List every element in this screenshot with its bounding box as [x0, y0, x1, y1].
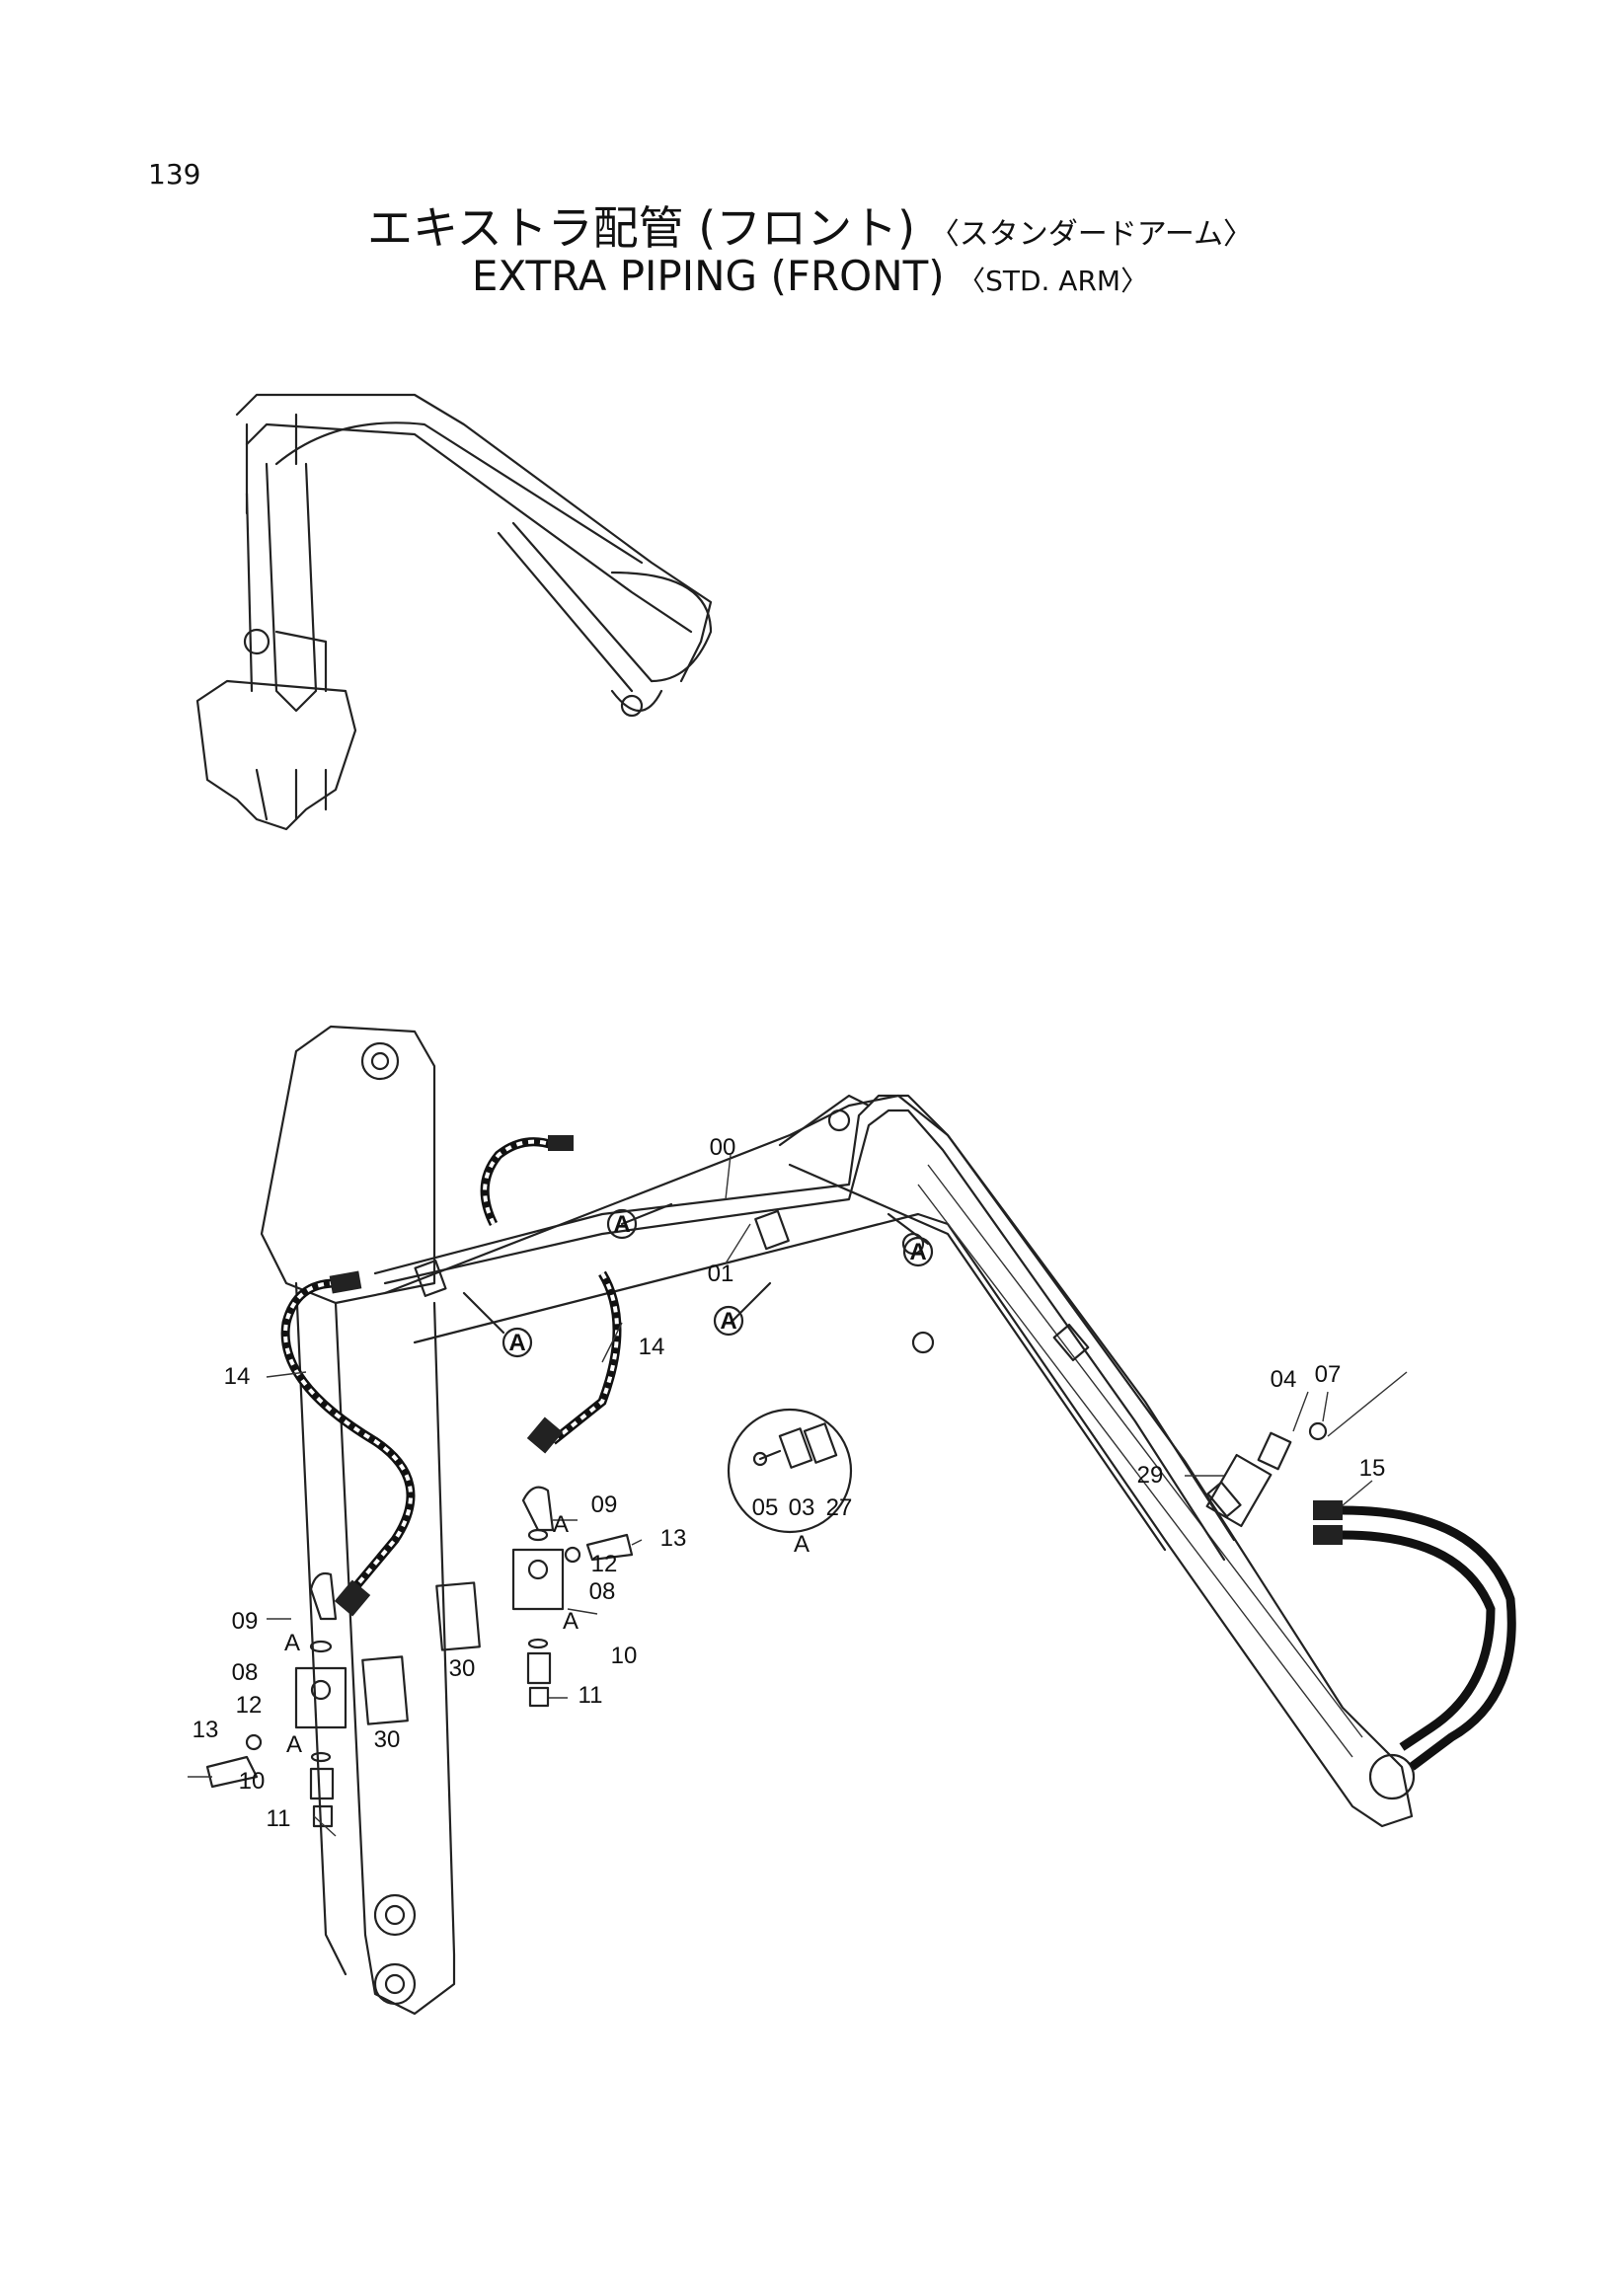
- callout-03: 03: [789, 1494, 815, 1521]
- section-marker-a3: A: [713, 1305, 744, 1337]
- callout-30-left: 30: [374, 1726, 401, 1753]
- overview-illustration: [195, 393, 713, 831]
- callout-09-right: 09: [591, 1492, 618, 1518]
- svg-text:A: A: [508, 1330, 525, 1356]
- callout-08-right: 08: [589, 1578, 616, 1605]
- callout-07: 07: [1315, 1361, 1342, 1388]
- callout-27: 27: [826, 1494, 853, 1521]
- callout-13-right: 13: [660, 1525, 687, 1552]
- callout-a-left-2: A: [286, 1731, 302, 1758]
- callout-11-right: 11: [579, 1682, 603, 1709]
- svg-text:A: A: [909, 1239, 926, 1265]
- callout-13-left: 13: [193, 1717, 219, 1743]
- svg-text:A: A: [720, 1308, 736, 1335]
- title-japanese-main: エキストラ配管 (フロント): [366, 201, 916, 255]
- callout-14-left: 14: [224, 1363, 251, 1390]
- title-english-sub: 〈STD. ARM〉: [958, 265, 1149, 297]
- title-japanese: エキストラ配管 (フロント) 〈スタンダードアーム〉: [0, 192, 1620, 258]
- title-japanese-sub: 〈スタンダードアーム〉: [929, 217, 1254, 252]
- page-number: 139: [148, 158, 201, 191]
- callout-11-left: 11: [267, 1805, 291, 1832]
- part-callouts: 00 01 14 14 04 07 15 29 05 03 27 A 09 A …: [193, 1134, 1386, 1832]
- callout-a-left-1: A: [284, 1630, 300, 1656]
- callout-30-right: 30: [449, 1655, 476, 1682]
- callout-01: 01: [708, 1261, 734, 1287]
- callout-15: 15: [1359, 1455, 1386, 1482]
- section-marker-a1: A: [606, 1208, 638, 1240]
- callout-05: 05: [752, 1494, 779, 1521]
- title-english: EXTRA PIPING (FRONT) 〈STD. ARM〉: [0, 252, 1620, 300]
- callout-29: 29: [1137, 1462, 1164, 1489]
- callout-00: 00: [710, 1134, 736, 1161]
- callout-a-right-1: A: [553, 1511, 569, 1538]
- section-marker-a4: A: [501, 1327, 533, 1358]
- svg-text:A: A: [613, 1211, 630, 1238]
- callout-08-left: 08: [232, 1659, 259, 1686]
- callout-04: 04: [1271, 1366, 1297, 1393]
- main-illustration: [188, 1025, 1516, 2016]
- callout-09-left: 09: [232, 1608, 259, 1635]
- title-english-main: EXTRA PIPING (FRONT): [471, 252, 945, 300]
- section-marker-a2: A: [902, 1236, 934, 1267]
- callout-a-right-2: A: [563, 1608, 579, 1635]
- callout-detail-a: A: [794, 1531, 810, 1558]
- callout-10-right: 10: [611, 1643, 638, 1669]
- callout-10-left: 10: [239, 1768, 266, 1795]
- callout-12-left: 12: [236, 1692, 263, 1719]
- callout-14-right: 14: [639, 1334, 665, 1360]
- callout-12-right: 12: [591, 1551, 618, 1577]
